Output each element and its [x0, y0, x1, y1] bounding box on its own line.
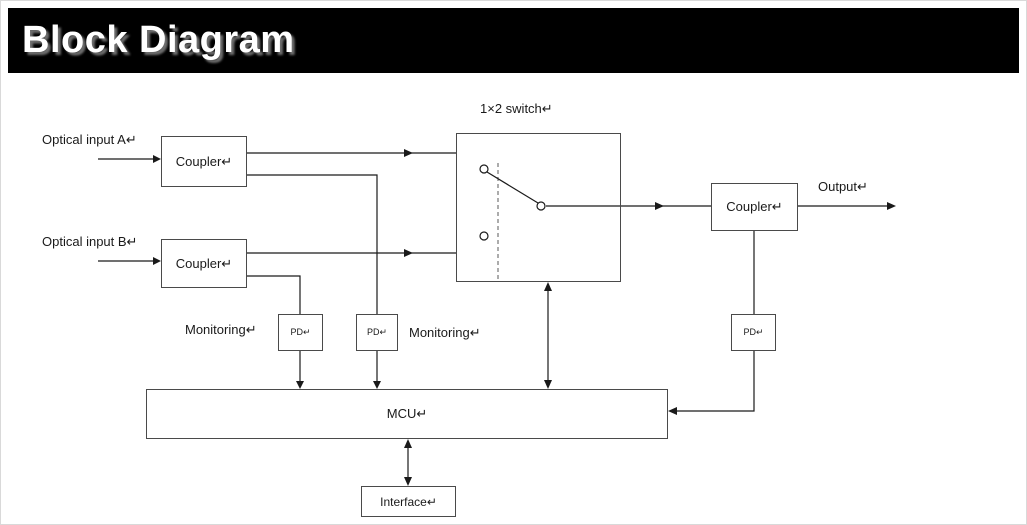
page-title: Block Diagram: [22, 19, 295, 61]
label-output: Output↵: [818, 179, 868, 194]
pd-mid-box: PD↵: [356, 314, 398, 351]
mcu-box: MCU↵: [146, 389, 668, 439]
coupler-b-box: Coupler↵: [161, 239, 247, 288]
label-monitoring-right: Monitoring↵: [409, 325, 481, 340]
switch-box: [456, 133, 621, 282]
label-optical-input-b: Optical input B↵: [42, 234, 138, 249]
title-bar: Block Diagram: [8, 8, 1019, 73]
coupler-out-box: Coupler↵: [711, 183, 798, 231]
coupler-a-box: Coupler↵: [161, 136, 247, 187]
label-monitoring-left: Monitoring↵: [185, 322, 257, 337]
pd-right-box: PD↵: [731, 314, 776, 351]
label-optical-input-a: Optical input A↵: [42, 132, 137, 147]
label-switch-title: 1×2 switch↵: [480, 101, 553, 116]
interface-box: Interface↵: [361, 486, 456, 517]
pd-left-box: PD↵: [278, 314, 323, 351]
